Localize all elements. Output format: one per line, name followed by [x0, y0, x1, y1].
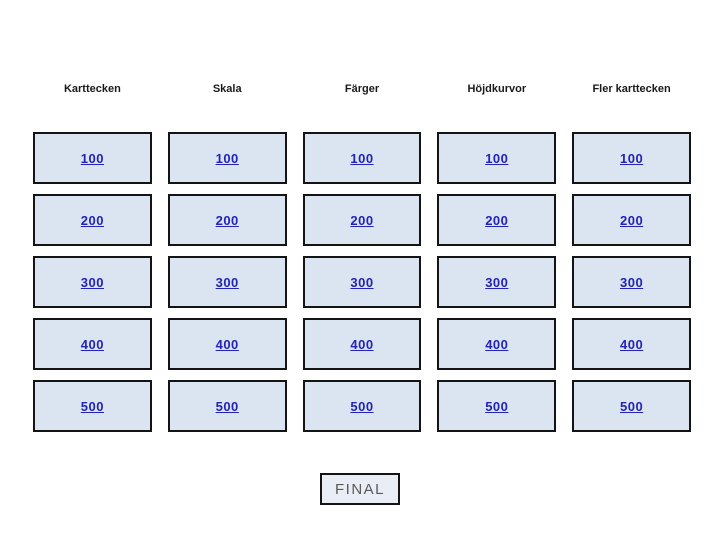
clue-cell-col1-row1[interactable]: 100: [33, 132, 152, 184]
clue-cell-col5-row5[interactable]: 500: [572, 380, 691, 432]
final-button-label: FINAL: [334, 480, 385, 498]
clue-cell-col3-row5[interactable]: 500: [302, 380, 422, 432]
clue-value-link[interactable]: 300: [485, 274, 509, 290]
clue-cell-col1-row2[interactable]: 200: [33, 194, 152, 246]
clue-cell-col2-row3[interactable]: 300: [167, 256, 287, 308]
category-header-3: Färger: [344, 83, 380, 95]
clue-value-link[interactable]: 100: [350, 150, 374, 166]
clue-value-link[interactable]: 400: [215, 336, 239, 352]
clue-cell-col3-row3[interactable]: 300: [302, 256, 422, 308]
jeopardy-board: Karttecken Skala Färger Höjdkurvor Fler kart…: [33, 83, 691, 432]
category-header-4: Höjdkurvor: [467, 83, 527, 95]
clue-value-link[interactable]: 100: [485, 150, 509, 166]
clue-value-link[interactable]: 200: [485, 212, 509, 228]
clue-value-link[interactable]: 500: [80, 398, 104, 414]
clue-cell-col4-row1[interactable]: 100: [437, 132, 557, 184]
category-header-1: Karttecken: [63, 83, 121, 95]
final-button[interactable]: FINAL: [320, 473, 400, 505]
clue-value-link[interactable]: 200: [80, 212, 104, 228]
clue-value-link[interactable]: 500: [350, 398, 374, 414]
clue-cell-col4-row4[interactable]: 400: [437, 318, 557, 370]
clue-value-link[interactable]: 300: [80, 274, 104, 290]
clue-cell-col5-row3[interactable]: 300: [572, 256, 691, 308]
clue-cell-col4-row2[interactable]: 200: [437, 194, 557, 246]
clue-cell-col2-row4[interactable]: 400: [167, 318, 287, 370]
clue-cell-col2-row5[interactable]: 500: [167, 380, 287, 432]
clue-cell-col5-row4[interactable]: 400: [572, 318, 691, 370]
clue-value-link[interactable]: 500: [619, 398, 644, 414]
clue-value-link[interactable]: 400: [485, 336, 509, 352]
clue-cell-col4-row3[interactable]: 300: [437, 256, 557, 308]
clue-value-link[interactable]: 400: [80, 336, 104, 352]
clue-cell-col1-row3[interactable]: 300: [33, 256, 152, 308]
clue-value-link[interactable]: 200: [350, 212, 374, 228]
clue-cell-col2-row2[interactable]: 200: [167, 194, 287, 246]
clue-cell-col3-row4[interactable]: 400: [302, 318, 422, 370]
clue-value-link[interactable]: 300: [619, 274, 644, 290]
category-header-2: Skala: [212, 83, 242, 95]
clue-value-link[interactable]: 500: [485, 398, 509, 414]
clue-cell-col1-row5[interactable]: 500: [33, 380, 152, 432]
clue-value-link[interactable]: 100: [80, 150, 104, 166]
clue-value-link[interactable]: 300: [350, 274, 374, 290]
clue-value-link[interactable]: 200: [619, 212, 644, 228]
clue-cell-col1-row4[interactable]: 400: [33, 318, 152, 370]
clue-cell-col3-row2[interactable]: 200: [302, 194, 422, 246]
clue-value-link[interactable]: 100: [619, 150, 644, 166]
clue-value-link[interactable]: 100: [215, 150, 239, 166]
clue-cell-col3-row1[interactable]: 100: [302, 132, 422, 184]
clue-value-link[interactable]: 400: [350, 336, 374, 352]
clue-cell-col4-row5[interactable]: 500: [437, 380, 557, 432]
clue-cell-col2-row1[interactable]: 100: [167, 132, 287, 184]
clue-value-link[interactable]: 300: [215, 274, 239, 290]
clue-value-link[interactable]: 400: [619, 336, 644, 352]
clue-value-link[interactable]: 500: [215, 398, 239, 414]
clue-cell-col5-row2[interactable]: 200: [572, 194, 691, 246]
clue-cell-col5-row1[interactable]: 100: [572, 132, 691, 184]
clue-value-link[interactable]: 200: [215, 212, 239, 228]
category-header-5: Fler karttecken: [592, 83, 671, 95]
